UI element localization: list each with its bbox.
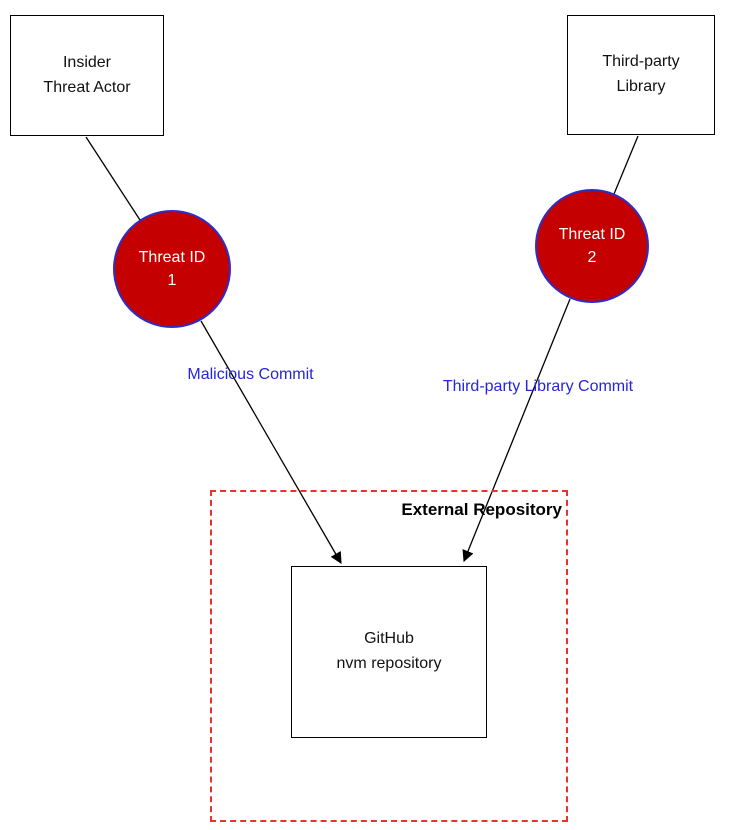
node-label-line: nvm repository bbox=[336, 655, 442, 672]
edge-threat2-to-github[interactable] bbox=[462, 298, 571, 563]
edge-insider-to-threat1[interactable] bbox=[85, 136, 141, 221]
node-label-line: GitHub bbox=[364, 630, 414, 648]
edge-threat1-to-github[interactable] bbox=[200, 320, 342, 565]
threat-label-line: Threat ID bbox=[558, 225, 626, 243]
threat-label-line: 2 bbox=[587, 249, 597, 266]
threat-id-2-node[interactable]: Threat ID 2 bbox=[535, 189, 649, 303]
edge-thirdparty-to-threat2[interactable] bbox=[613, 135, 639, 195]
threat-label-line: Threat ID bbox=[138, 248, 206, 266]
node-github-nvm-repository[interactable]: GitHub nvm repository bbox=[291, 566, 487, 738]
threat-id-1-node[interactable]: Threat ID 1 bbox=[113, 210, 231, 328]
boundary-label: External Repository bbox=[401, 500, 562, 519]
external-repository-boundary[interactable]: External Repository bbox=[210, 490, 568, 822]
node-insider-threat-actor[interactable]: Insider Threat Actor bbox=[10, 15, 164, 136]
node-third-party-library[interactable]: Third-party Library bbox=[567, 15, 715, 135]
threat-label-line: 1 bbox=[167, 272, 177, 289]
edge-label-third-party-library-commit: Third-party Library Commit bbox=[442, 378, 634, 395]
node-label-line: Threat Actor bbox=[43, 78, 131, 96]
node-label-line: Library bbox=[616, 78, 666, 95]
edge-label-malicious-commit: Malicious Commit bbox=[187, 366, 314, 383]
node-label-line: Third-party bbox=[602, 53, 680, 71]
node-label-line: Insider bbox=[62, 53, 112, 71]
